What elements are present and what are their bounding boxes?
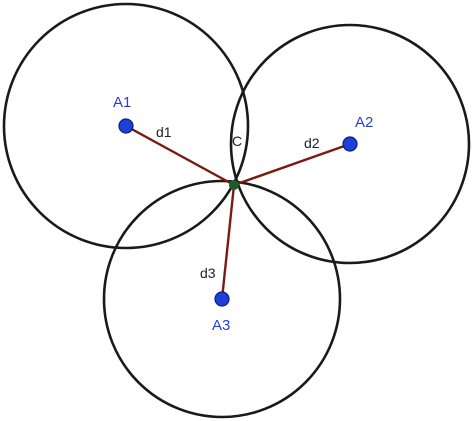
range-circle-a2 <box>229 23 471 265</box>
anchor-label-a2: A2 <box>355 114 373 131</box>
distance-segment-d1 <box>124 124 236 187</box>
distance-label-d1: d1 <box>156 124 172 140</box>
distance-segment-d3 <box>220 183 236 301</box>
distance-label-d2: d2 <box>304 135 320 151</box>
target-label: C <box>232 133 242 149</box>
target-point <box>229 180 239 190</box>
range-circle-a1 <box>2 2 250 250</box>
anchor-label-a1: A1 <box>113 94 131 111</box>
anchor-point-a2 <box>342 136 358 152</box>
anchor-point-a3 <box>214 291 230 307</box>
anchor-label-a3: A3 <box>212 317 230 334</box>
distance-segment-d2 <box>232 142 352 187</box>
range-circle-a3 <box>102 179 342 419</box>
anchor-point-a1 <box>118 118 134 134</box>
distance-label-d3: d3 <box>200 265 216 281</box>
